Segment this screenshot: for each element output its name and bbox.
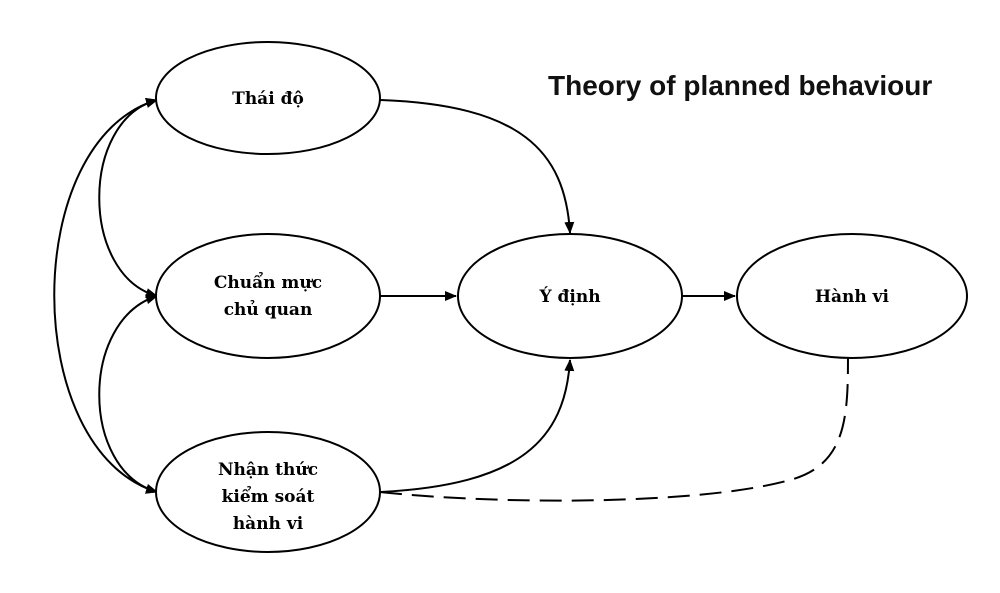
node-control-label-3: hành vi (233, 514, 304, 534)
node-behaviour-label: Hành vi (815, 287, 890, 307)
diagram-title: Theory of planned behaviour (548, 70, 933, 101)
node-subjective-norm (155, 233, 381, 359)
edge-attitude-control (53, 98, 158, 494)
node-intention (457, 233, 683, 359)
edge-control-behaviour-dashed (379, 357, 849, 502)
node-attitude-label: Thái độ (232, 89, 304, 109)
node-norm-label-1: Chuẩn mực (214, 271, 322, 293)
node-norm-label-2: chủ quan (224, 300, 313, 320)
node-intention-label: Ý định (538, 286, 600, 307)
node-attitude (155, 41, 381, 155)
node-behaviour (736, 233, 968, 359)
edge-control-intention (379, 359, 575, 493)
edge-norm-control (98, 294, 158, 494)
node-perceived-control (155, 431, 381, 553)
node-control-label-1: Nhận thức (218, 460, 318, 480)
edge-attitude-intention (379, 99, 575, 234)
node-control-label-2: kiểm soát (222, 485, 315, 507)
edge-attitude-norm (98, 97, 158, 298)
